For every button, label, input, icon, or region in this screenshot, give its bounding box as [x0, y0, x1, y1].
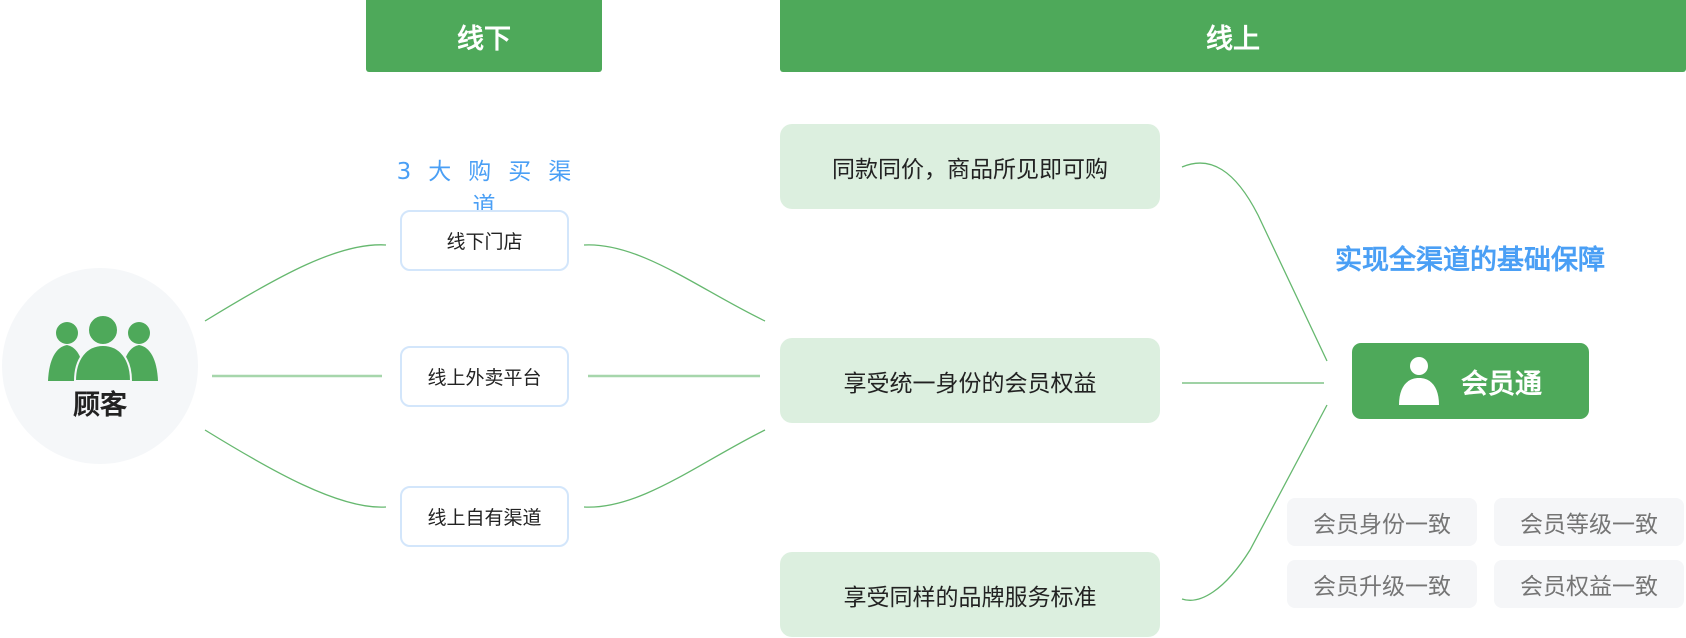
channel-delivery-platform: 线上外卖平台 [400, 346, 569, 407]
online-header: 线上 [780, 0, 1686, 72]
connector-customer-to-own [204, 429, 387, 508]
member-pass-label: 会员通 [1461, 368, 1542, 400]
tag-upgrade-consistent: 会员升级一致 [1287, 560, 1477, 608]
channel-offline-store: 线下门店 [400, 210, 569, 271]
connector-benefit3-to-member [1181, 404, 1328, 601]
channel-own-online: 线上自有渠道 [400, 486, 569, 547]
channel-label: 线上自有渠道 [427, 507, 542, 529]
offline-header-label: 线下 [457, 23, 511, 55]
tag-level-consistent: 会员等级一致 [1494, 498, 1684, 546]
member-pass-button[interactable]: 会员通 [1352, 343, 1589, 419]
connector-customer-to-store [204, 244, 387, 322]
tag-label: 会员身份一致 [1313, 512, 1451, 538]
connector-own-to-online [583, 429, 766, 508]
offline-header: 线下 [366, 0, 602, 72]
benefit-label: 同款同价，商品所见即可购 [832, 156, 1108, 183]
benefit-same-price: 同款同价，商品所见即可购 [780, 124, 1160, 209]
online-header-label: 线上 [1206, 23, 1260, 55]
channel-label: 线下门店 [446, 231, 523, 253]
tag-label: 会员权益一致 [1520, 574, 1658, 600]
customer-label: 顾客 [73, 390, 127, 421]
people-group-icon [48, 315, 158, 381]
benefit-label: 享受统一身份的会员权益 [843, 370, 1097, 397]
tag-identity-consistent: 会员身份一致 [1287, 498, 1477, 546]
customer-node: 顾客 [2, 268, 198, 464]
tag-label: 会员升级一致 [1313, 574, 1451, 600]
channel-label: 线上外卖平台 [427, 367, 542, 389]
benefit-unified-membership: 享受统一身份的会员权益 [780, 338, 1160, 423]
tag-label: 会员等级一致 [1520, 512, 1658, 538]
connector-store-to-online [583, 244, 766, 322]
user-icon [1399, 357, 1439, 405]
benefit-label: 享受同样的品牌服务标准 [843, 584, 1097, 611]
connector-benefit1-to-member [1181, 162, 1328, 362]
tag-benefits-consistent: 会员权益一致 [1494, 560, 1684, 608]
benefit-brand-service: 享受同样的品牌服务标准 [780, 552, 1160, 637]
foundation-title: 实现全渠道的基础保障 [1335, 245, 1605, 276]
